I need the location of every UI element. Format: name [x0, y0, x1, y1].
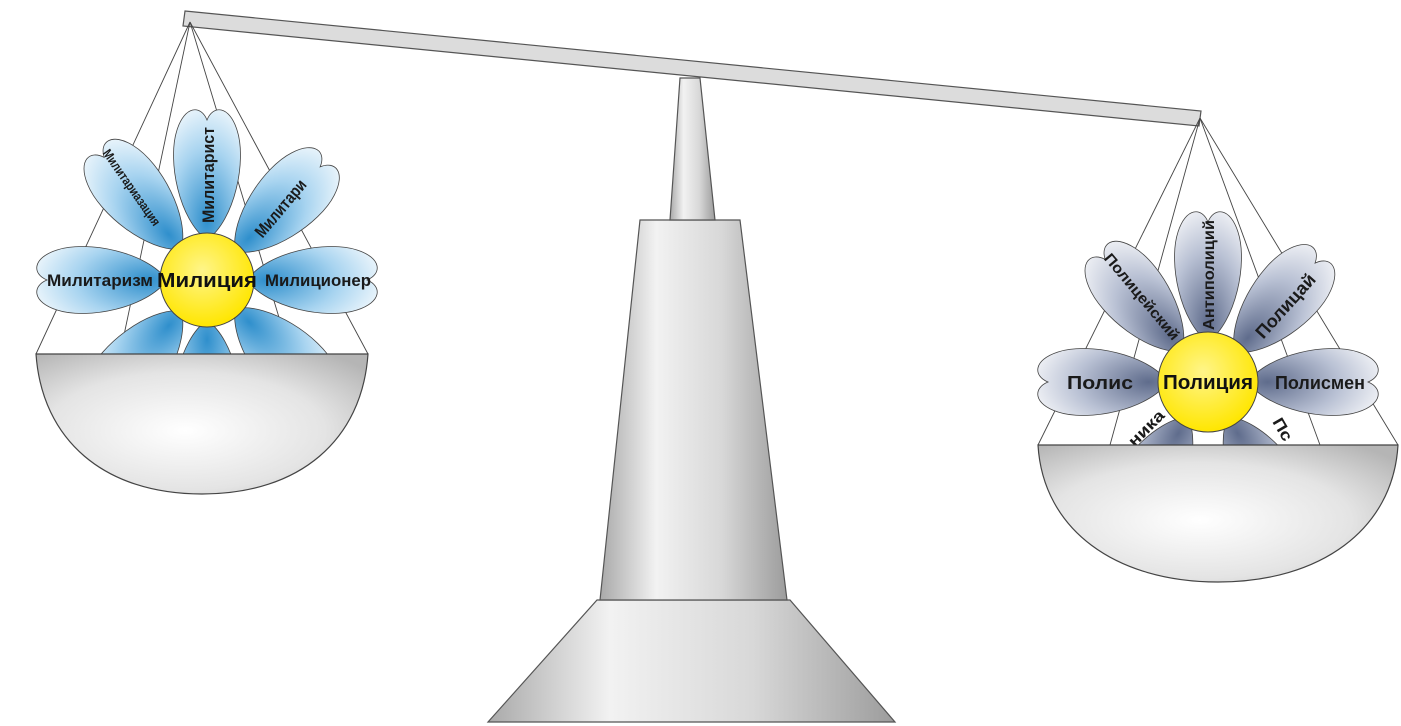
left-flower-center — [159, 232, 255, 328]
left-pan — [35, 353, 369, 495]
left-petal-label-right: Милиционер — [265, 271, 371, 290]
left-petal-label-left: Милитаризм — [47, 271, 153, 290]
left-flower-center-label: Милиция — [157, 270, 257, 292]
scale-beam — [182, 10, 1202, 127]
right-flower: Полис Полисмен Антиполиций Полицейский П… — [1037, 211, 1379, 445]
left-petals — [36, 109, 378, 354]
right-petal-label-top: Антиполиций — [1201, 220, 1218, 330]
right-petal-label-left: Полис — [1067, 373, 1133, 393]
right-pan — [1037, 444, 1399, 583]
right-petals — [1037, 211, 1379, 445]
scale-base — [486, 599, 897, 723]
scale-column — [599, 219, 788, 601]
right-flower-center — [1157, 331, 1259, 433]
left-flower: Милитаризм Милиционер Милитарист Милитар… — [36, 109, 378, 354]
left-petal-label-top: Милитарист — [199, 127, 218, 223]
right-flower-center-label: Полиция — [1163, 372, 1253, 394]
scale-post — [669, 77, 716, 221]
right-petal-label-right: Полисмен — [1275, 373, 1365, 393]
